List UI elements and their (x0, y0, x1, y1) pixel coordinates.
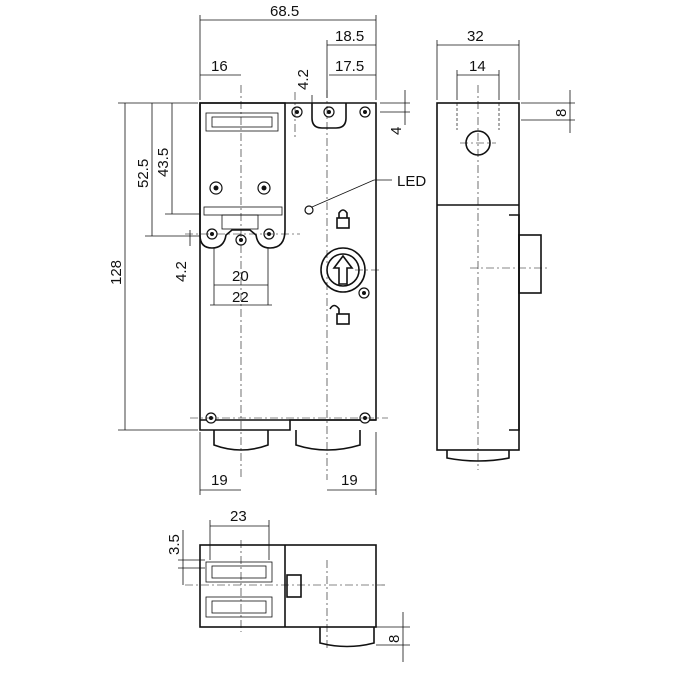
dim-top-right-2: 17.5 (335, 58, 364, 75)
dim-top-offset: 3.5 (166, 534, 183, 555)
dim-height-43: 43.5 (155, 148, 172, 177)
front-housing-outline (199, 102, 377, 431)
dim-side-inner: 14 (469, 58, 486, 75)
dim-slot-outer: 22 (232, 289, 249, 306)
dim-head-width: 23 (230, 508, 247, 525)
dim-top-offset-right: 4 (388, 127, 405, 135)
dim-top-right-1: 18.5 (335, 28, 364, 45)
dim-hole-offset-top: 4.2 (295, 69, 312, 90)
dim-slot-inner: 20 (232, 268, 249, 285)
connector-right (295, 430, 361, 451)
lock-open-icon (329, 304, 350, 325)
dim-bottom-right: 19 (341, 472, 358, 489)
dim-bottom-left: 19 (211, 472, 228, 489)
top-dimensions: 23 3.5 8 (166, 508, 410, 662)
dim-hole-offset-side: 4.2 (173, 261, 190, 282)
dim-height-52: 52.5 (135, 159, 152, 188)
top-view (185, 540, 388, 650)
dim-overall-width: 68.5 (270, 3, 299, 20)
lock-closed-icon (336, 209, 350, 229)
top-housing-outline (199, 544, 377, 628)
dim-side-width: 32 (467, 28, 484, 45)
side-dimensions: 32 14 8 (436, 28, 575, 133)
side-view (436, 85, 548, 470)
dim-top-left: 16 (211, 58, 228, 75)
dim-side-top-height: 8 (553, 109, 570, 117)
front-dimensions: 68.5 18.5 17.5 16 4.2 4 128 52.5 43.5 4 (108, 3, 426, 495)
dim-height-total: 128 (108, 260, 125, 285)
actuator-head (199, 102, 286, 249)
screw-icon (205, 106, 371, 424)
front-view (185, 85, 388, 480)
led-label: LED (397, 173, 426, 190)
dim-connector-height: 8 (386, 635, 403, 643)
led-icon (304, 205, 314, 215)
